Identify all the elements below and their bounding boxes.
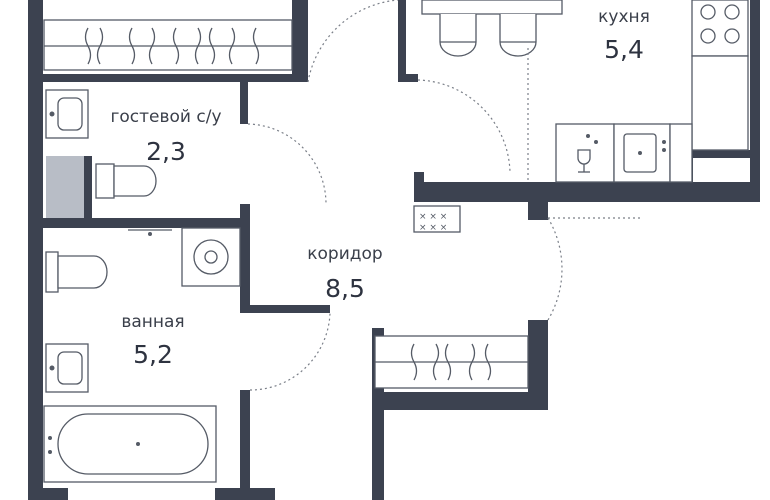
toilet-icon (95, 163, 157, 199)
wall-wc-bathroom (28, 218, 250, 228)
wardrobe-wall-right (292, 0, 308, 82)
room-area-kitchen: 5,4 (604, 35, 644, 64)
washing-machine-icon (181, 227, 241, 287)
electrical-panel-icon: × × × × × × (413, 205, 461, 233)
lower-room-wall-right (528, 320, 548, 410)
kitchen-wall-left-upper (398, 0, 406, 82)
outer-wall-bottom-left (28, 488, 68, 500)
bathroom-door-header (240, 305, 330, 313)
wardrobe-wall-bottom (28, 74, 308, 82)
kitchen-fixtures (421, 0, 749, 183)
kitchen-counter-wall (685, 150, 755, 158)
bathtub-icon (43, 405, 217, 483)
room-area-corridor: 8,5 (325, 274, 365, 303)
bathroom-fixtures (43, 227, 241, 483)
room-area-guest-wc: 2,3 (146, 137, 186, 166)
stove-icon (691, 0, 749, 57)
bathroom-wall-right-upper (240, 228, 250, 312)
room-name-kitchen: кухня (598, 7, 650, 27)
dishwasher-icon (555, 123, 615, 183)
kitchen-pillar (528, 200, 548, 220)
room-labels: гостевой с/у 2,3 кухня 5,4 коридор 8,5 в… (110, 7, 649, 369)
dining-table-icon (421, 0, 563, 15)
svg-text:× × ×: × × × (419, 223, 447, 233)
walls (28, 0, 760, 500)
kitchen-sink-icon (613, 123, 671, 183)
lower-room-wall-bottom (372, 392, 548, 410)
dining-chair-icon (439, 14, 477, 57)
room-name-bathroom: ванная (121, 312, 184, 332)
toilet-icon (45, 251, 108, 293)
bathroom-wall-right-lower (240, 390, 250, 500)
kitchen-counter (691, 55, 749, 151)
wall-wc-jamb (240, 204, 250, 228)
kitchen-wall-right (750, 0, 760, 202)
dining-chair-icon (499, 14, 537, 57)
sink-icon (45, 343, 89, 393)
outer-wall-left (28, 0, 43, 500)
svg-text:× × ×: × × × (419, 212, 447, 222)
kitchen-wall-notch (398, 74, 418, 82)
guest-wc-fixtures (45, 89, 157, 218)
guest-wc-wall-right (240, 82, 248, 124)
room-area-bathroom: 5,2 (133, 340, 173, 369)
kitchen-counter-end (669, 123, 693, 183)
door-swings (247, 0, 640, 391)
room-name-corridor: коридор (307, 244, 382, 264)
wardrobe-top (43, 19, 293, 71)
kitchen-wall-bottom (414, 182, 750, 202)
room-name-guest-wc: гостевой с/у (110, 107, 221, 127)
ventilation-shaft-icon (46, 156, 84, 218)
wardrobe-icon (43, 19, 293, 71)
wardrobe-bottom (374, 335, 529, 389)
